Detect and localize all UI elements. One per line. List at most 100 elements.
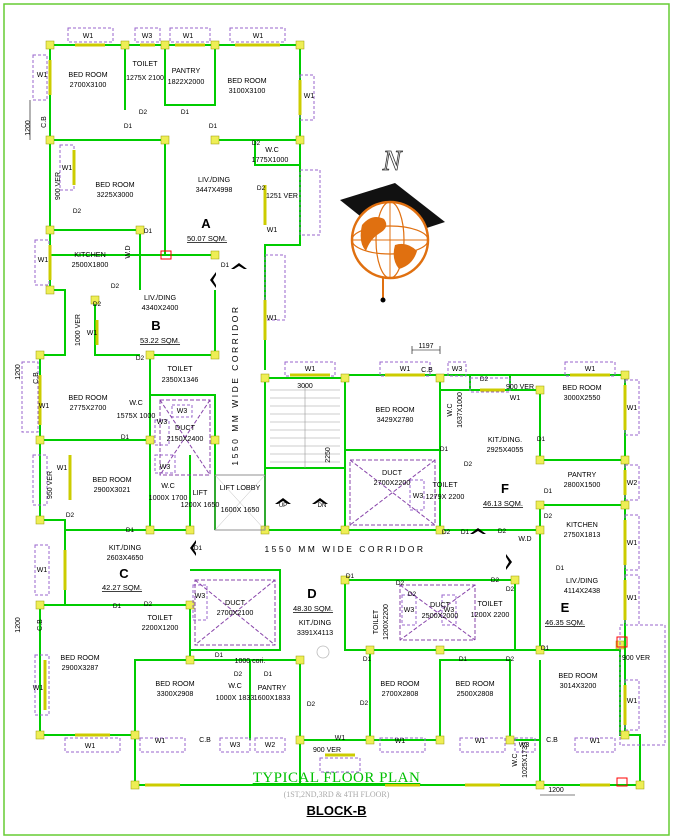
door-tag: D1: [194, 545, 203, 552]
door-tag: D2: [506, 656, 515, 663]
room-dim: 3300X2908: [157, 689, 194, 698]
room-dim: 2500X1800: [72, 260, 109, 269]
window-tag: W1: [304, 93, 315, 100]
room-name: BED ROOM: [380, 679, 419, 688]
ver-label: 950 VER: [47, 471, 54, 499]
room-dim: 2900X3287: [62, 663, 99, 672]
flat-letter: C: [119, 566, 129, 581]
door-tag: D1: [144, 228, 153, 235]
room-dim: 3447X4998: [196, 185, 233, 194]
room-name: KIT./DING: [299, 618, 332, 627]
room-name: LIV./DING: [566, 576, 598, 585]
flat-area: 46.35 SQM.: [545, 618, 585, 627]
door-tag: D2: [144, 601, 153, 608]
door-tag: D1: [556, 565, 565, 572]
window-tag: W1: [183, 33, 194, 40]
window-tag: W1: [400, 366, 411, 373]
room-name: LIFT LOBBY: [220, 483, 261, 492]
door-tag: D1: [126, 527, 135, 534]
room-dim: 2700X2808: [382, 689, 419, 698]
room-dim: 4114X2438: [564, 586, 600, 595]
room-name: BED ROOM: [95, 180, 134, 189]
window-tag: W1: [33, 685, 44, 692]
window-glass: [38, 43, 627, 787]
room-name: BED ROOM: [68, 70, 107, 79]
lift-shaft: [214, 474, 266, 531]
window-tag: W3: [413, 493, 424, 500]
flat-letter: B: [151, 318, 160, 333]
window-tag: W3: [404, 607, 415, 614]
room-dim: 1279X 2200: [426, 492, 465, 501]
door-tag: D1: [181, 109, 190, 116]
room-dim: 2900X3021: [94, 485, 131, 494]
room-name: BED ROOM: [455, 679, 494, 688]
room-dim: 3000X2550: [564, 393, 601, 402]
window-tag: W1: [627, 405, 638, 412]
room-dim: 2800X1500: [564, 480, 601, 489]
room-dim: 1275X 2100: [126, 75, 164, 82]
window-tag: W1: [267, 315, 278, 322]
window-tag: W1: [267, 227, 278, 234]
window-tag: W3: [157, 419, 168, 426]
cb-label: C.B: [33, 372, 40, 384]
window-tag: W3: [452, 366, 463, 373]
room-dim: 2700X3100: [70, 80, 107, 89]
windows: [21, 27, 666, 773]
dim-label: 2250: [325, 447, 332, 463]
page-border: [3, 3, 670, 836]
stair-dn: DN: [318, 503, 327, 509]
room-dim: 1000X 1833: [216, 693, 255, 702]
door-tag: D1: [264, 671, 273, 678]
window-tag: W1: [475, 738, 486, 745]
door-tag: D2: [307, 701, 316, 708]
ver-label: 900 VER: [55, 172, 62, 200]
door-tag: D2: [491, 577, 500, 584]
cb-label: C.B: [199, 737, 211, 744]
room-name: BED ROOM: [155, 679, 194, 688]
room-dim: 2700X2100: [217, 608, 254, 617]
door-tag: D2: [93, 301, 102, 308]
window-tag: W1: [510, 395, 521, 402]
room-name: KIT./DING: [109, 543, 142, 552]
room-name: DUCT: [225, 598, 246, 607]
room-name: W.C: [512, 753, 519, 766]
window-tag: W3: [195, 593, 206, 600]
room-dim: 4340X2400: [142, 303, 179, 312]
ducts: [159, 399, 476, 646]
room-dim: 1775X1000: [252, 155, 289, 164]
room-name: DUCT: [382, 468, 403, 477]
door-tag: D1: [440, 446, 449, 453]
room-name: LIV./DING: [144, 293, 176, 302]
window-tag: W1: [83, 33, 94, 40]
cb-label: C.B: [37, 619, 44, 631]
stair-up: UP: [279, 503, 287, 509]
room-name: TOILET: [373, 609, 380, 634]
room-labels: BED ROOM 2700X3100 TOILET 1275X 2100 PAN…: [60, 59, 601, 702]
window-tag: W1: [585, 366, 596, 373]
room-name: PANTRY: [258, 683, 287, 692]
room-name: BED ROOM: [60, 653, 99, 662]
red-column: [160, 250, 172, 260]
room-name: PANTRY: [172, 66, 201, 75]
room-name: LIFT: [193, 488, 208, 497]
block-label: BLOCK-B: [306, 803, 367, 818]
room-name: PANTRY: [568, 470, 597, 479]
door-tag: D1: [541, 645, 550, 652]
door-tag: D1: [363, 656, 372, 663]
room-name: TOILET: [167, 364, 193, 373]
window-tag: W1: [253, 33, 264, 40]
window-tag: W2: [627, 480, 638, 487]
ver-label: 1000 VER: [75, 314, 82, 346]
room-dim: 1575X 1000: [117, 411, 156, 420]
flat-area: 46.13 SQM.: [483, 499, 523, 508]
window-tag: W1: [335, 735, 346, 742]
door-tag: D1: [209, 123, 218, 130]
ver-label: 900 VER: [506, 384, 534, 391]
window-tag: W3: [519, 742, 530, 749]
flat-letter: E: [561, 600, 570, 615]
window-tag: W1: [627, 595, 638, 602]
room-dim: 2500X2808: [457, 689, 494, 698]
staircase: [270, 385, 340, 468]
room-name: LIV./DING: [198, 175, 230, 184]
wd-label: W.D: [125, 245, 132, 258]
